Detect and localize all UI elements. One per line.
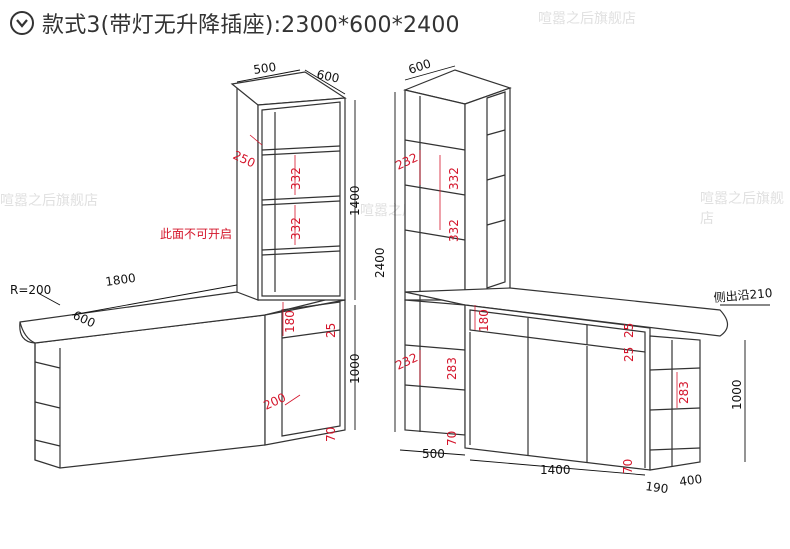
dim-332-c: 332	[447, 167, 461, 190]
dim-2400: 2400	[373, 247, 387, 278]
dim-1400-bottom: 1400	[540, 463, 571, 477]
dim-1000-right: 1000	[730, 379, 744, 410]
dim-tower-depth: 600	[315, 67, 340, 85]
dim-400: 400	[678, 472, 703, 489]
dim-190: 190	[645, 479, 670, 496]
dim-radius: R=200	[10, 283, 51, 297]
dim-332-a: 332	[289, 167, 303, 190]
watermark: 喧嚣之后旗舰店	[0, 193, 98, 209]
dim-180-right: 180	[477, 309, 491, 332]
dim-right-tower-depth: 600	[407, 56, 433, 76]
dim-332-d: 332	[447, 219, 461, 242]
dim-1800: 1800	[104, 271, 136, 289]
dim-tower-width: 500	[252, 60, 277, 77]
dim-283-right: 283	[677, 381, 691, 404]
chevron-down-circle-icon	[10, 11, 34, 35]
dim-283-left: 283	[445, 357, 459, 380]
dim-1400: 1400	[348, 185, 362, 216]
dim-25-right-top: 25	[622, 323, 636, 338]
dim-1000-left: 1000	[348, 353, 362, 384]
dim-25-right-mid: 25	[622, 347, 636, 362]
dim-180-left: 180	[283, 310, 297, 333]
dim-70-left: 70	[324, 427, 338, 442]
dim-70-right: 70	[445, 431, 459, 446]
watermark: 喧嚣之后旗舰店	[538, 11, 636, 27]
dim-500-bottom: 500	[422, 447, 445, 461]
dim-25-left: 25	[324, 323, 338, 338]
page-title: 款式3(带灯无升降插座):2300*600*2400	[42, 13, 460, 38]
note-cannot-open: 此面不可开启	[160, 227, 232, 241]
header: 款式3(带灯无升降插座):2300*600*2400	[10, 6, 460, 40]
dim-side-overhang: 侧出沿210	[713, 286, 773, 305]
watermark: 喧嚣之后旗舰店	[700, 191, 784, 227]
dim-332-b: 332	[289, 217, 303, 240]
dim-70-bottom: 70	[621, 459, 635, 474]
